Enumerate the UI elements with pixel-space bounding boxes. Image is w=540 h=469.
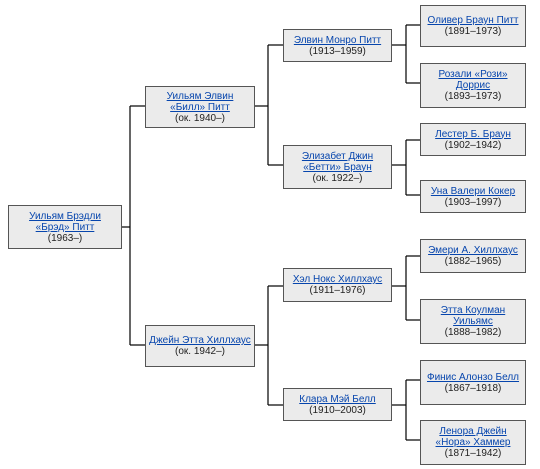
person-ggf-pm-years: (1902–1942) (444, 139, 502, 151)
person-ggf-mm-name-link[interactable]: Финис Алонзо Белл (426, 371, 520, 383)
person-ggm-pp-name-link[interactable]: Розали «Рози» Доррис (438, 69, 508, 91)
person-mother-years: (ок. 1942–) (175, 346, 225, 357)
person-ggf-mm-years: (1867–1918) (444, 382, 502, 394)
person-ggm-mp-years: (1888–1982) (444, 327, 502, 338)
person-ggf-pp-years: (1891–1973) (444, 26, 502, 37)
person-maternal-grandfather: Хэл Нокс Хиллхаус (1911–1976) (283, 268, 392, 302)
person-ggm-pm-name-link[interactable]: Уна Валери Кокер (430, 185, 516, 197)
person-ggm-pm-years: (1903–1997) (444, 196, 502, 208)
person-paternal-grandfather-name-link[interactable]: Элвин Монро Питт (293, 34, 382, 46)
person-ggm-pm: Уна Валери Кокер (1903–1997) (420, 180, 526, 213)
person-ggf-pm-name-link[interactable]: Лестер Б. Браун (435, 128, 511, 140)
person-ggm-pp-years: (1893–1973) (444, 91, 502, 102)
person-mother-name-link[interactable]: Джейн Этта Хиллхаус (149, 335, 251, 346)
person-root-name-link[interactable]: Уильям Брэдли «Брэд» Питт (29, 210, 101, 233)
person-paternal-grandfather: Элвин Монро Питт (1913–1959) (283, 29, 392, 62)
person-maternal-grandmother-name-link[interactable]: Клара Мэй Белл (299, 393, 376, 405)
person-maternal-grandmother-years: (1910–2003) (309, 404, 366, 416)
person-paternal-grandmother-name-link[interactable]: Элизабет Джин «Бетти» Браун (301, 150, 374, 173)
person-ggm-mm: Ленора Джейн «Нора» Хаммер (1871–1942) (420, 420, 526, 465)
person-mother: Джейн Этта Хиллхаус (ок. 1942–) (145, 325, 255, 367)
person-paternal-grandmother-years: (ок. 1922–) (312, 172, 363, 184)
person-root-years: (1963–) (47, 232, 83, 244)
person-ggf-pp-name-link[interactable]: Оливер Браун Питт (427, 15, 519, 26)
person-ggm-pp: Розали «Рози» Доррис (1893–1973) (420, 63, 526, 108)
person-maternal-grandfather-name-link[interactable]: Хэл Нокс Хиллхаус (292, 274, 383, 285)
person-ggf-mm: Финис Алонзо Белл (1867–1918) (420, 360, 526, 405)
person-father-years: (ок. 1940–) (175, 112, 225, 124)
person-ggm-mp-name-link[interactable]: Этта Коулман Уильямс (440, 305, 506, 327)
person-ggf-mp-years: (1882–1965) (444, 256, 502, 267)
person-ggf-mp-name-link[interactable]: Эмери А. Хиллхаус (428, 245, 518, 256)
person-ggm-mp: Этта Коулман Уильямс (1888–1982) (420, 299, 526, 344)
person-ggf-pm: Лестер Б. Браун (1902–1942) (420, 123, 526, 156)
person-father-name-link[interactable]: Уильям Элвин «Билл» Питт (166, 90, 234, 113)
person-paternal-grandmother: Элизабет Джин «Бетти» Браун (ок. 1922–) (283, 145, 392, 189)
person-maternal-grandmother: Клара Мэй Белл (1910–2003) (283, 388, 392, 421)
person-ggf-mp: Эмери А. Хиллхаус (1882–1965) (420, 239, 526, 273)
person-ggm-mm-name-link[interactable]: Ленора Джейн «Нора» Хаммер (435, 426, 511, 448)
person-root: Уильям Брэдли «Брэд» Питт (1963–) (8, 205, 122, 249)
person-ggm-mm-years: (1871–1942) (444, 448, 502, 459)
person-maternal-grandfather-years: (1911–1976) (309, 285, 366, 296)
person-paternal-grandfather-years: (1913–1959) (309, 45, 366, 57)
person-father: Уильям Элвин «Билл» Питт (ок. 1940–) (145, 86, 255, 128)
person-ggf-pp: Оливер Браун Питт (1891–1973) (420, 5, 526, 47)
